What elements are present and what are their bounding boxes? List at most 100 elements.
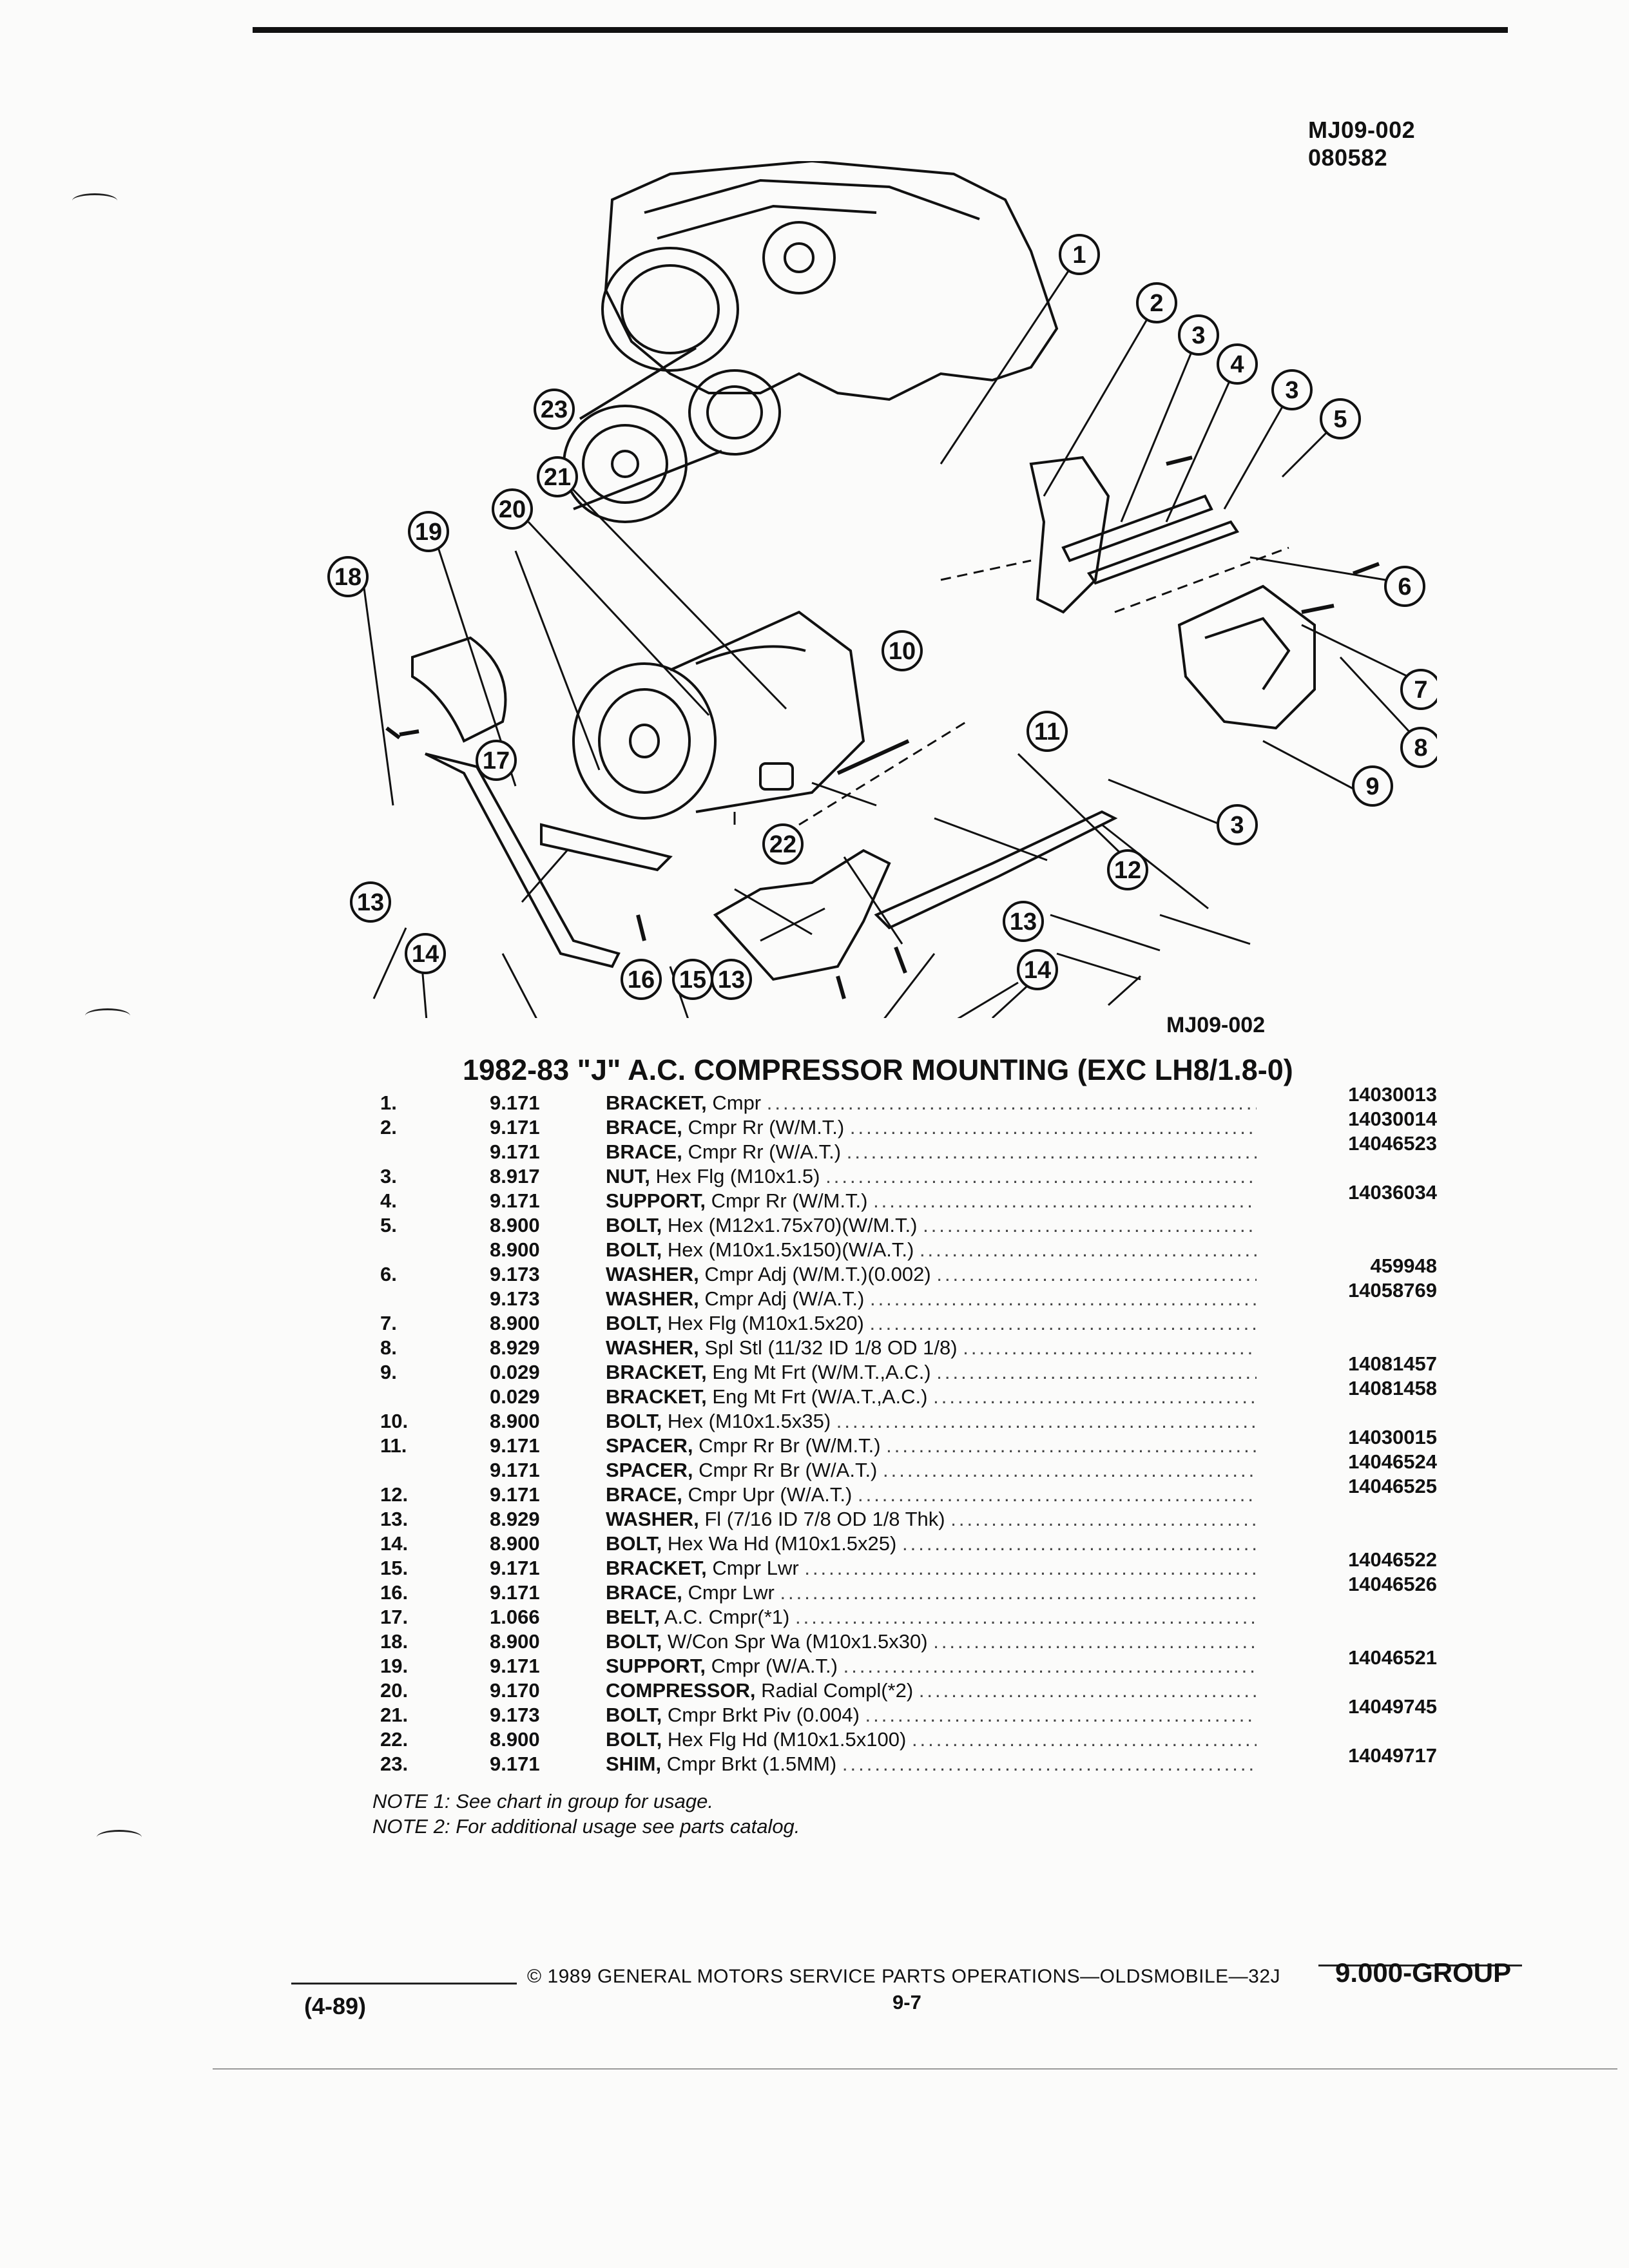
part-number: 459948	[1370, 1254, 1437, 1277]
part-name: NUT,	[606, 1165, 650, 1187]
group-number: 9.171	[490, 1557, 540, 1579]
callout-label: 13	[357, 889, 384, 916]
exploded-view-drawing: 1 2 3 4 3 5 6 7 8 9 3 10 11 12 13 14 13 …	[327, 161, 1437, 1018]
part-name: BOLT,	[606, 1532, 662, 1555]
part-description: SPACER, Cmpr Rr Br (W/A.T.) ............…	[606, 1459, 1257, 1481]
callout-14b	[405, 933, 446, 974]
part-detail: Cmpr Brkt (1.5MM)	[666, 1753, 837, 1775]
group-label: 9.000-GROUP	[1335, 1957, 1512, 1988]
callout-13c	[711, 959, 752, 1000]
callout-7	[1400, 669, 1437, 710]
part-description: WASHER, Cmpr Adj (W/A.T.) ..............…	[606, 1287, 1257, 1310]
item-number: 10.	[380, 1410, 409, 1432]
part-name: BRACE,	[606, 1116, 682, 1139]
part-description: SUPPORT, Cmpr (W/A.T.) .................…	[606, 1655, 1257, 1677]
bracket-1	[1029, 456, 1110, 614]
part-name: BRACE,	[606, 1483, 682, 1506]
part-description: COMPRESSOR, Radial Compl(*2) ...........…	[606, 1679, 1257, 1702]
belt-17	[540, 823, 673, 872]
notes: NOTE 1: See chart in group for usage. NO…	[372, 1789, 800, 1839]
part-name: SHIM,	[606, 1753, 662, 1775]
part-detail: Cmpr Upr (W/A.T.)	[688, 1483, 853, 1506]
item-number: 21.	[380, 1704, 409, 1726]
callout-13	[1003, 901, 1044, 942]
callout-label: 11	[1034, 718, 1060, 745]
bracket-9	[1177, 584, 1316, 730]
group-number: 9.173	[490, 1704, 540, 1726]
part-detail: Cmpr Rr Br (W/A.T.)	[699, 1459, 878, 1481]
part-name: BOLT,	[606, 1704, 662, 1726]
part-description: WASHER, Spl Stl (11/32 ID 1/8 OD 1/8) ..…	[606, 1336, 1257, 1359]
part-description: BRACE, Cmpr Lwr ........................…	[606, 1581, 1257, 1604]
group-number: 9.171	[490, 1459, 540, 1481]
part-description: BOLT, W/Con Spr Wa (M10x1.5x30) ........…	[606, 1630, 1257, 1653]
margin-mark	[97, 1830, 142, 1845]
part-number: 14046521	[1348, 1646, 1437, 1669]
callout-label: 3	[1191, 322, 1205, 349]
callout-23	[534, 389, 575, 430]
callout-label: 6	[1398, 573, 1411, 601]
callout-label: 8	[1414, 735, 1427, 762]
callout-label: 23	[541, 396, 568, 423]
part-number: 14081457	[1348, 1352, 1437, 1375]
bracket-15	[713, 849, 891, 981]
part-number: 14049745	[1348, 1695, 1437, 1718]
callout-label: 15	[679, 966, 706, 994]
part-detail: Cmpr Adj (W/A.T.)	[704, 1287, 865, 1310]
compressor-body	[572, 662, 717, 820]
callout-8	[1400, 727, 1437, 768]
callout-label: 12	[1114, 857, 1141, 884]
group-number: 9.170	[490, 1679, 540, 1702]
callout-13b	[350, 881, 391, 923]
callout-label: 18	[334, 564, 361, 591]
part-name: COMPRESSOR,	[606, 1679, 756, 1702]
brace-2	[1061, 494, 1213, 562]
callout-14	[1017, 949, 1058, 990]
part-number: 14030014	[1348, 1108, 1437, 1130]
part-name: WASHER,	[606, 1336, 699, 1359]
part-description: NUT, Hex Flg (M10x1.5) .................…	[606, 1165, 1257, 1187]
part-name: BOLT,	[606, 1214, 662, 1236]
item-number: 8.	[380, 1336, 397, 1359]
part-detail: Cmpr Lwr	[712, 1557, 799, 1579]
callout-label: 20	[499, 496, 526, 523]
figure-code: MJ09-002	[1166, 1013, 1266, 1037]
callout-label: 2	[1150, 290, 1163, 317]
part-detail: Spl Stl (11/32 ID 1/8 OD 1/8)	[704, 1336, 958, 1359]
item-number: 19.	[380, 1655, 409, 1677]
callout-12	[1107, 849, 1148, 890]
part-description: BOLT, Hex Flg Hd (M10x1.5x100) .........…	[606, 1728, 1257, 1751]
callout-label: 13	[718, 966, 745, 994]
callout-3b	[1271, 369, 1313, 410]
part-detail: A.C. Cmpr(*1)	[664, 1606, 790, 1628]
part-detail: Cmpr Adj (W/M.T.)(0.002)	[704, 1263, 931, 1285]
callout-label: 4	[1230, 351, 1244, 378]
part-detail: Eng Mt Frt (W/A.T.,A.C.)	[712, 1385, 928, 1408]
margin-mark	[85, 1008, 130, 1023]
top-rule	[253, 27, 1508, 33]
callout-label: 13	[1010, 908, 1037, 936]
part-number: 14030013	[1348, 1083, 1437, 1106]
item-number: 17.	[380, 1606, 409, 1628]
part-detail: Hex (M12x1.75x70)(W/M.T.)	[667, 1214, 918, 1236]
part-detail: Hex Wa Hd (M10x1.5x25)	[667, 1532, 897, 1555]
section-title: 1982-83 "J" A.C. COMPRESSOR MOUNTING (EX…	[463, 1053, 1293, 1086]
item-number: 22.	[380, 1728, 409, 1751]
group-number: 8.900	[490, 1312, 540, 1334]
part-description: WASHER, Cmpr Adj (W/M.T.)(0.002) .......…	[606, 1263, 1257, 1285]
footer-rule-right	[1318, 1965, 1522, 1966]
callout-19	[408, 511, 449, 552]
part-name: BOLT,	[606, 1312, 662, 1334]
item-number: 16.	[380, 1581, 409, 1604]
group-number: 9.173	[490, 1263, 540, 1285]
item-number: 15.	[380, 1557, 409, 1579]
callout-label: 17	[483, 747, 510, 774]
part-name: BOLT,	[606, 1630, 662, 1653]
